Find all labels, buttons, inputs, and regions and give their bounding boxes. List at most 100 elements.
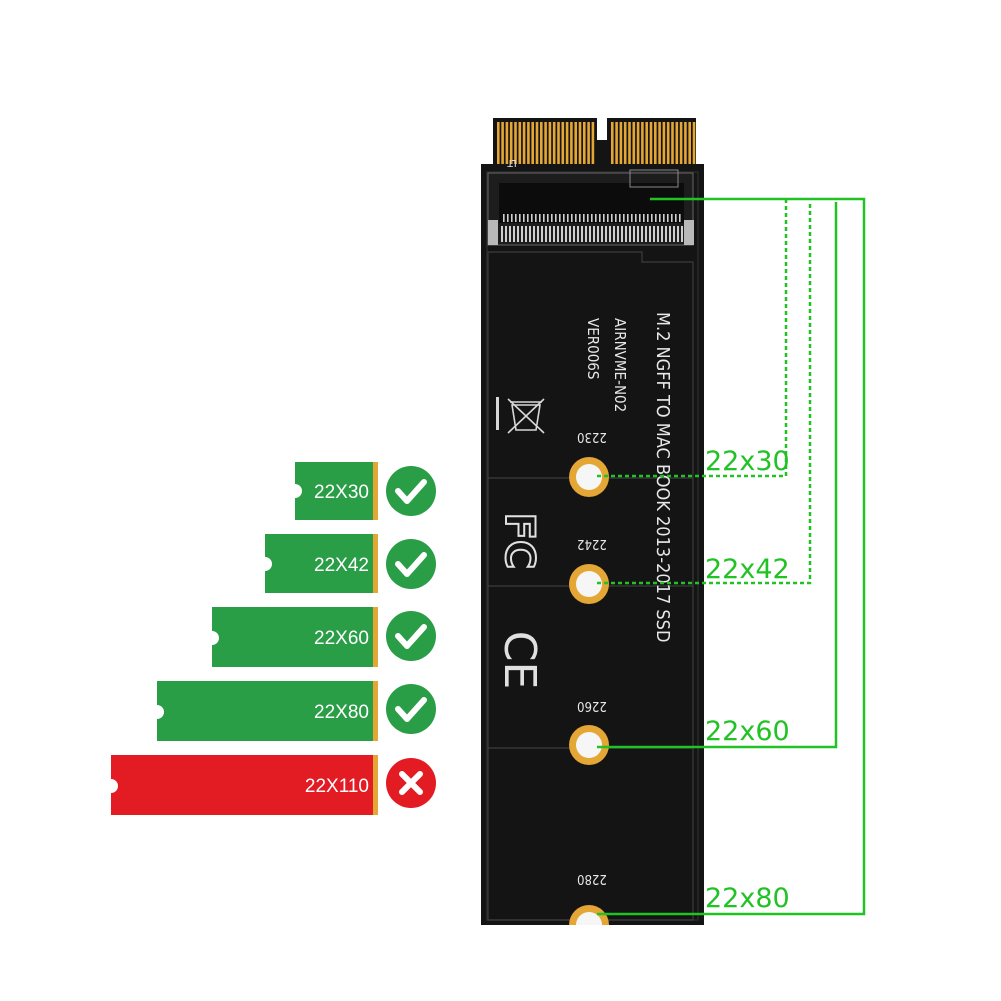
check-icon xyxy=(386,684,436,734)
contact-pin xyxy=(677,226,679,242)
ssd-stick-22x60: 22X60 xyxy=(212,607,378,667)
contact-pin xyxy=(615,214,617,222)
contact-pin xyxy=(657,226,659,242)
contact-pin xyxy=(518,122,522,164)
contact-pin xyxy=(643,214,645,222)
contact-pin xyxy=(595,214,597,222)
mount-hole-2230 xyxy=(569,457,609,497)
contact-pin xyxy=(663,214,665,222)
contact-pin xyxy=(651,214,653,222)
callout-label-22x60: 22x60 xyxy=(705,716,790,747)
contact-pin xyxy=(544,122,547,164)
contact-pin xyxy=(645,226,647,242)
check-icon xyxy=(386,466,436,516)
contact-pin xyxy=(501,122,504,164)
contact-pin xyxy=(662,122,666,164)
contact-pin xyxy=(570,122,573,164)
contact-pin xyxy=(589,226,591,242)
contact-pin xyxy=(628,122,631,164)
contact-pin xyxy=(527,122,530,164)
contact-pin xyxy=(573,226,575,242)
ssd-stick-label: 22X80 xyxy=(314,702,369,723)
contact-pin xyxy=(613,226,615,242)
callout-label-22x42: 22x42 xyxy=(705,554,790,585)
contact-pin xyxy=(679,214,681,222)
m2-socket xyxy=(487,169,694,246)
contact-pin xyxy=(688,122,691,164)
contact-pin xyxy=(533,226,535,242)
contact-pin xyxy=(658,122,661,164)
contact-pin xyxy=(529,226,531,242)
contact-pin xyxy=(555,214,557,222)
contact-pin xyxy=(501,226,503,242)
contact-pin xyxy=(587,122,590,164)
contact-pin xyxy=(511,214,513,222)
contact-pin xyxy=(627,214,629,222)
contact-pin xyxy=(632,122,636,164)
contact-pin xyxy=(497,122,500,164)
board-version: VER006S xyxy=(584,318,602,379)
contact-pin xyxy=(513,226,515,242)
contact-pin xyxy=(684,122,687,164)
contact-pin xyxy=(607,214,609,222)
contact-pin xyxy=(609,226,611,242)
contact-pin xyxy=(591,122,595,164)
contact-pin xyxy=(527,214,529,222)
contact-pin xyxy=(679,122,683,164)
contact-pin xyxy=(505,122,509,164)
contact-pin xyxy=(653,226,655,242)
contact-pin xyxy=(625,226,627,242)
contact-pin xyxy=(673,226,675,242)
contact-pin xyxy=(525,226,527,242)
contact-pin xyxy=(692,122,696,164)
contact-pin xyxy=(523,214,525,222)
contact-pin xyxy=(547,214,549,222)
fcc-mark-text: FC xyxy=(496,513,542,570)
contact-pin xyxy=(557,226,559,242)
contact-pin xyxy=(579,214,581,222)
contact-pin xyxy=(591,214,593,222)
contact-pin xyxy=(535,122,539,164)
contact-pin xyxy=(621,226,623,242)
contact-pin xyxy=(619,214,621,222)
contact-pin xyxy=(509,226,511,242)
contact-pin xyxy=(641,122,644,164)
contact-pin xyxy=(565,226,567,242)
contact-pin xyxy=(603,214,605,222)
edge-connector xyxy=(493,118,696,170)
contact-pin xyxy=(667,214,669,222)
dimension-callouts xyxy=(597,197,866,916)
ssd-stick-label: 22X42 xyxy=(314,555,369,576)
contact-pin xyxy=(578,122,582,164)
contact-pin xyxy=(553,226,555,242)
contact-pin xyxy=(649,122,653,164)
contact-pin xyxy=(543,214,545,222)
contact-pin xyxy=(549,226,551,242)
pcb xyxy=(481,164,704,925)
check-icon xyxy=(386,611,436,661)
contact-pin xyxy=(665,226,667,242)
weee-bin-icon xyxy=(496,397,545,434)
contact-pin xyxy=(505,226,507,242)
contact-pin xyxy=(514,122,517,164)
contact-pin xyxy=(561,122,565,164)
contact-pin xyxy=(639,214,641,222)
contact-pin xyxy=(629,226,631,242)
contact-pin xyxy=(669,226,671,242)
contact-pin xyxy=(569,226,571,242)
contact-pin xyxy=(539,214,541,222)
contact-pin xyxy=(535,214,537,222)
contact-pin xyxy=(623,122,627,164)
contact-pin xyxy=(605,226,607,242)
contact-pin xyxy=(541,226,543,242)
contact-pin xyxy=(601,226,603,242)
mount-hole-2280 xyxy=(569,905,609,925)
check-icon xyxy=(386,539,436,589)
contact-pin xyxy=(615,122,618,164)
contact-pin xyxy=(548,122,552,164)
contact-pin xyxy=(647,214,649,222)
contact-pin xyxy=(552,122,556,164)
contact-pin xyxy=(659,214,661,222)
contact-pin xyxy=(671,214,673,222)
